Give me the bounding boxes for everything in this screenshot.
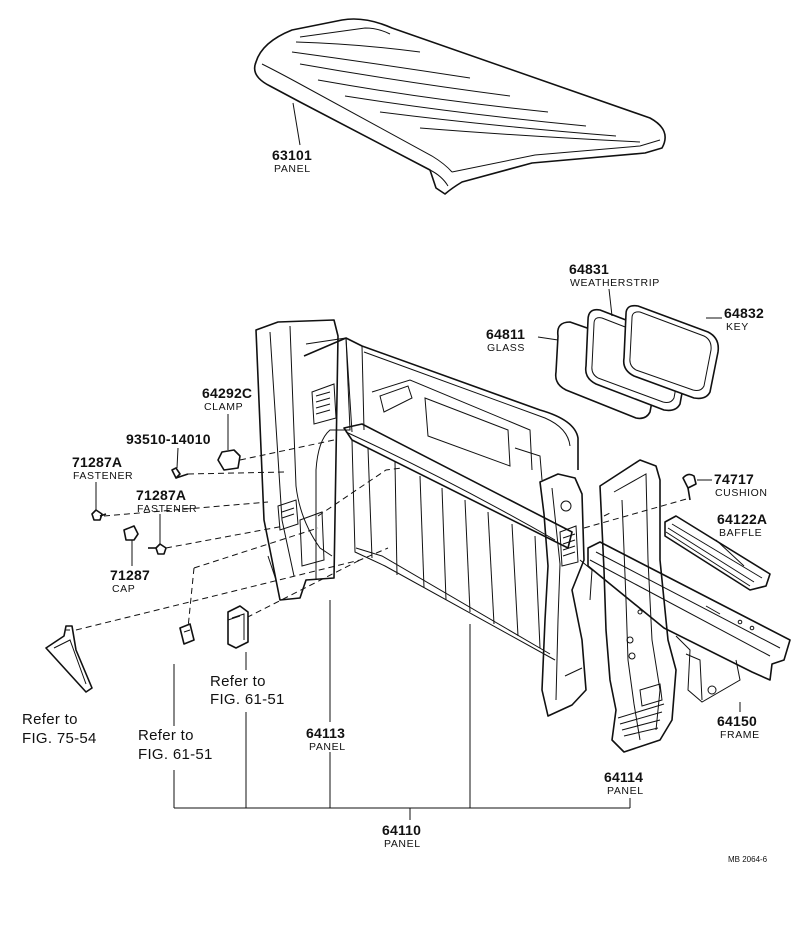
callout-64114-number: 64114	[604, 769, 643, 785]
ref-fig61-51-a-line1: Refer to	[138, 727, 194, 744]
callout-64110-name: PANEL	[384, 838, 421, 850]
callout-64832-number: 64832	[724, 305, 764, 321]
ref-fig61-51-b-line1: Refer to	[210, 673, 266, 690]
rear-body-panel-drawing	[255, 319, 593, 717]
callout-64292c-name: CLAMP	[204, 401, 243, 413]
assembly-dashed-lines	[75, 439, 691, 631]
baffle-64122a-drawing	[664, 515, 771, 591]
connector-fig61-51-b-drawing	[227, 605, 249, 649]
roof-panel-drawing	[253, 18, 666, 195]
clip-fig61-51-a-drawing	[179, 623, 195, 645]
assembly-bracket-64110	[173, 600, 631, 820]
fastener-71287a-left-drawing	[91, 509, 107, 521]
callout-64113-number: 64113	[306, 725, 345, 741]
leader-64122a	[715, 539, 745, 567]
callout-63101-number: 63101	[272, 147, 312, 163]
leader-64831	[608, 288, 613, 317]
callout-64811-name: GLASS	[487, 342, 525, 354]
leader-63101	[292, 102, 301, 146]
callout-63101-name: PANEL	[274, 163, 311, 175]
callout-71287-name: CAP	[112, 583, 135, 595]
rear-window-drawing	[554, 304, 720, 420]
leader-64811	[537, 336, 559, 341]
callout-64292c-number: 64292C	[202, 385, 252, 401]
callout-64811-number: 64811	[486, 326, 525, 342]
hanger-fig75-54-drawing	[45, 625, 93, 693]
cushion-74717-drawing	[682, 473, 697, 501]
ref-fig75-54-line2: FIG. 75-54	[22, 730, 97, 747]
callout-64831-name: WEATHERSTRIP	[570, 277, 660, 289]
callout-64113-name: PANEL	[309, 741, 346, 753]
callout-64150-name: FRAME	[720, 729, 760, 741]
callout-74717-number: 74717	[714, 471, 754, 487]
frame-64150-drawing	[587, 541, 791, 703]
fastener-71287a-middle-drawing	[148, 543, 167, 555]
callout-64114-name: PANEL	[607, 785, 644, 797]
ref-fig75-54-line1: Refer to	[22, 711, 78, 728]
callout-64110-number: 64110	[382, 822, 421, 838]
callout-71287-number: 71287	[110, 567, 150, 583]
clamp-64292c-drawing	[217, 449, 241, 471]
callout-71287a-left-number: 71287A	[72, 454, 122, 470]
ref-fig61-51-b-line2: FIG. 61-51	[210, 691, 285, 708]
callout-74717-name: CUSHION	[715, 487, 768, 499]
cap-71287-drawing	[123, 525, 139, 541]
callout-64122a-name: BAFFLE	[719, 527, 762, 539]
callout-64832-name: KEY	[726, 321, 749, 333]
callout-64831-number: 64831	[569, 261, 609, 277]
screw-93510-drawing	[171, 467, 189, 479]
callout-71287a-middle-number: 71287A	[136, 487, 186, 503]
callout-64150-number: 64150	[717, 713, 757, 729]
ref-fig61-51-a-line2: FIG. 61-51	[138, 746, 213, 763]
callout-71287a-left-name: FASTENER	[73, 470, 133, 482]
callout-64122a-number: 64122A	[717, 511, 767, 527]
callout-71287a-middle-name: FASTENER	[137, 503, 197, 515]
drawing-code: MB 2064-6	[728, 855, 768, 864]
callout-93510-number: 93510-14010	[126, 431, 211, 447]
leader-93510	[176, 447, 179, 469]
